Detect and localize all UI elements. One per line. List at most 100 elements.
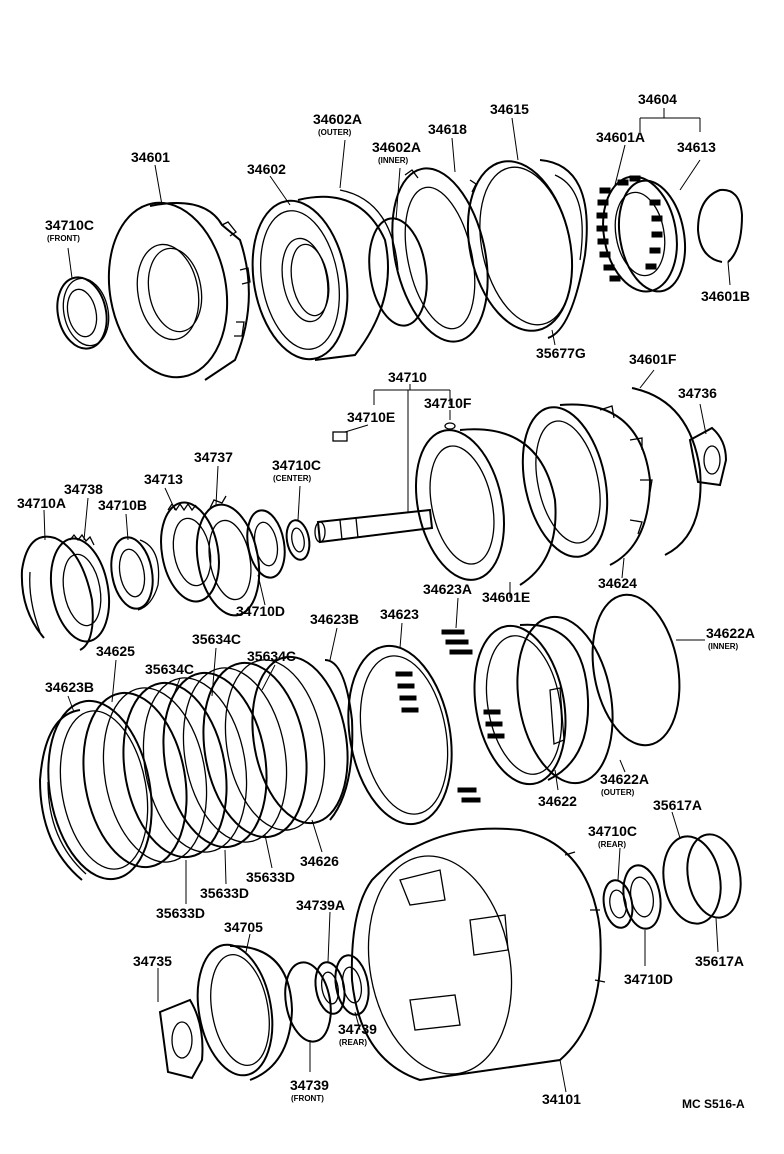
piston-springs	[395, 671, 419, 713]
part-34738-gear	[49, 533, 111, 643]
part-34710A-snap-ring	[20, 535, 94, 651]
label-34622A-inner: 34622A	[706, 625, 755, 641]
label-34613: 34613	[677, 139, 716, 155]
label-34739-front: 34739	[290, 1077, 329, 1093]
label-34602A-outer-sub: (OUTER)	[318, 128, 352, 137]
label-34626: 34626	[300, 853, 339, 869]
part-34623A-springs	[441, 629, 481, 803]
part-34710C-center-washer	[285, 519, 311, 561]
part-34739-rear-washer	[334, 954, 370, 1016]
part-34618-plate	[391, 167, 489, 343]
part-34625-plate	[47, 699, 153, 881]
part-34739A-bearing	[314, 961, 346, 1015]
label-34710F: 34710F	[424, 395, 472, 411]
part-34613-race	[618, 179, 686, 293]
label-34738: 34738	[64, 481, 103, 497]
part-34601A-one-way-clutch	[596, 175, 678, 293]
label-34710D-front: 34710D	[236, 603, 285, 619]
part-34622-cylinder	[473, 623, 590, 786]
part-34623B-snap-ring-center	[324, 659, 354, 821]
label-34601E: 34601E	[482, 589, 530, 605]
label-35634C-right: 35634C	[247, 648, 296, 664]
label-35633D-b: 35633D	[200, 885, 249, 901]
part-34601B-snap-ring	[696, 188, 744, 263]
label-34601: 34601	[131, 149, 170, 165]
part-34623B-snap-ring-left	[38, 709, 87, 881]
diagram-code: MC S516-A	[682, 1097, 745, 1111]
part-34735-plate	[158, 998, 204, 1080]
label-34623: 34623	[380, 606, 419, 622]
label-34602A-inner: 34602A	[372, 139, 421, 155]
label-34739-front-sub: (FRONT)	[291, 1094, 324, 1103]
label-34601B: 34601B	[701, 288, 750, 304]
label-34710: 34710	[388, 369, 427, 385]
label-34623A: 34623A	[423, 581, 472, 597]
part-34710D-rear-bearing	[622, 864, 662, 930]
label-34710C-rear: 34710C	[588, 823, 637, 839]
label-35617A-top: 35617A	[653, 797, 702, 813]
part-34710-shaft	[314, 508, 434, 544]
part-34739-front-washer	[284, 961, 332, 1043]
label-35634C-left: 35634C	[145, 661, 194, 677]
label-34710C-center: 34710C	[272, 457, 321, 473]
label-34739-rear-sub: (REAR)	[339, 1038, 367, 1047]
part-34626-plate	[251, 655, 349, 825]
label-34736: 34736	[678, 385, 717, 401]
clutch-pack-stack	[82, 659, 326, 869]
label-34739A: 34739A	[296, 897, 345, 913]
label-34710C-center-sub: (CENTER)	[273, 474, 312, 483]
part-35617A-rings	[662, 833, 742, 925]
part-34713-gear	[160, 501, 220, 603]
label-34601A: 34601A	[596, 129, 645, 145]
label-34602A-outer: 34602A	[313, 111, 362, 127]
label-35634C-top: 35634C	[192, 631, 241, 647]
label-34710A: 34710A	[17, 495, 66, 511]
label-34710C-front-sub: (FRONT)	[47, 234, 80, 243]
part-34622A-outer-oring	[516, 615, 614, 785]
label-34622A-outer: 34622A	[600, 771, 649, 787]
label-34622: 34622	[538, 793, 577, 809]
part-34624-carrier	[521, 403, 653, 566]
clutch-sprags	[596, 175, 663, 282]
part-34710F-small-part	[444, 422, 456, 430]
part-34710B-bearing	[110, 536, 160, 611]
part-34602A-inner-oring	[368, 217, 428, 327]
leader-lines	[43, 108, 731, 1093]
label-34625: 34625	[96, 643, 135, 659]
label-34737: 34737	[194, 449, 233, 465]
label-34710E: 34710E	[347, 409, 395, 425]
label-34713: 34713	[144, 471, 183, 487]
label-35633D-c: 35633D	[156, 905, 205, 921]
label-35677G: 35677G	[536, 345, 586, 361]
part-34705-drum	[196, 943, 294, 1081]
part-34601E-clutch-hub	[414, 428, 557, 586]
label-34602A-inner-sub: (INNER)	[378, 156, 409, 165]
label-34710C-front: 34710C	[45, 217, 94, 233]
part-34101-case	[350, 827, 606, 1082]
label-34624: 34624	[598, 575, 637, 591]
part-34615-plate	[466, 159, 588, 339]
part-34736-plate	[688, 426, 728, 487]
part-34622A-inner-oring	[591, 593, 681, 747]
label-34101: 34101	[542, 1091, 581, 1107]
label-35617A-bottom: 35617A	[695, 953, 744, 969]
part-number-labels: 34601 34602 34602A (OUTER) 34602A (INNER…	[17, 91, 755, 1111]
label-34710C-rear-sub: (REAR)	[598, 840, 626, 849]
label-34622A-inner-sub: (INNER)	[708, 642, 739, 651]
part-34710D-bearing-front	[246, 509, 286, 579]
label-35633D-a: 35633D	[246, 869, 295, 885]
part-34623-piston	[347, 644, 453, 826]
label-34602: 34602	[247, 161, 286, 177]
label-34623B-left: 34623B	[45, 679, 94, 695]
label-34615: 34615	[490, 101, 529, 117]
label-34622A-outer-sub: (OUTER)	[601, 788, 635, 797]
part-34602-piston	[251, 189, 399, 361]
label-34739-rear: 34739	[338, 1021, 377, 1037]
label-34601F: 34601F	[629, 351, 677, 367]
part-34601-drum	[107, 201, 251, 381]
part-34710C-front-washer	[56, 276, 110, 350]
label-34735: 34735	[133, 953, 172, 969]
part-34601F-snap-ring	[631, 387, 702, 556]
label-34705: 34705	[224, 919, 263, 935]
label-34604: 34604	[638, 91, 677, 107]
